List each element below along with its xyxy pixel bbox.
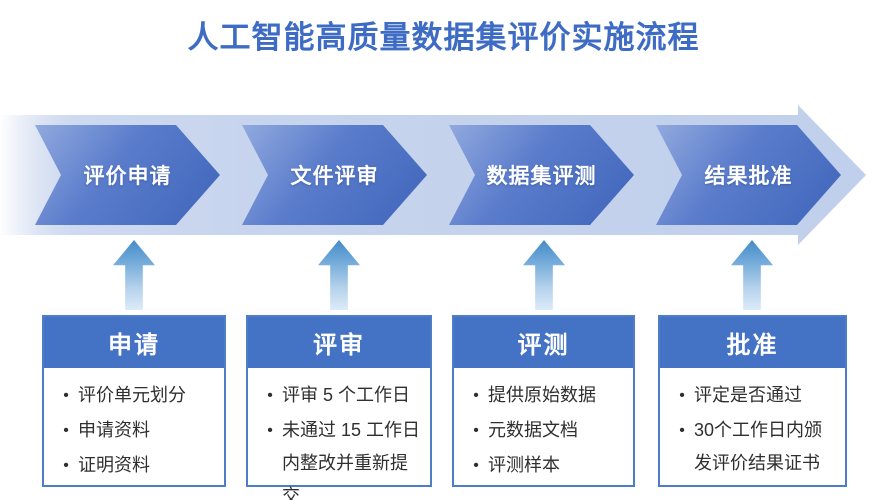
page-title: 人工智能高质量数据集评价实施流程 [187,20,700,55]
bullet-icon: • [63,422,69,439]
up-arrow-icon [113,240,155,310]
bullet-icon: • [679,387,685,404]
flow-step-label: 数据集评测 [486,165,597,188]
flow-step-label: 评价申请 [83,165,172,188]
bullet-icon: • [63,457,69,474]
detail-box-body: • 评定是否通过 • 30个工作日内颁发评价结果证书 [660,368,845,480]
flow-step-label: 结果批准 [704,165,793,188]
list-item-text: 申请资料 [78,420,150,440]
list-item-text: 评价单元划分 [78,385,186,405]
list-item: • 评定是否通过 [670,379,841,412]
bullet-icon: • [473,457,479,474]
list-item: • 申请资料 [54,414,220,447]
detail-box-header: 申请 [44,317,224,368]
detail-box-evaluation: 评测 • 提供原始数据 • 元数据文档 • 评测样本 [452,315,635,487]
list-item-text: 评审 5 个工作日 [282,385,411,405]
list-item: • 30个工作日内颁发评价结果证书 [670,414,841,480]
bullet-icon: • [473,387,479,404]
flow-step-dataset-evaluation: 数据集评测 [449,125,634,225]
detail-box-header: 评审 [248,317,430,368]
up-arrow-icon [318,240,360,310]
bullet-icon: • [63,387,69,404]
up-arrow-icon [523,240,565,310]
list-item: • 元数据文档 [464,414,629,447]
detail-box-body: • 提供原始数据 • 元数据文档 • 评测样本 [454,368,633,482]
list-item: • 评价单元划分 [54,379,220,412]
detail-box-review: 评审 • 评审 5 个工作日 • 未通过 15 工作日内整改并重新提交 [246,315,432,500]
list-item-text: 30个工作日内颁发评价结果证书 [694,420,823,473]
flow-step-result-approval: 结果批准 [656,125,841,225]
detail-box-body: • 评审 5 个工作日 • 未通过 15 工作日内整改并重新提交 [248,368,430,500]
list-item-text: 提供原始数据 [488,385,596,405]
list-item: • 提供原始数据 [464,379,629,412]
detail-box-header: 评测 [454,317,633,368]
list-item-text: 评测样本 [488,455,560,475]
list-item-text: 证明资料 [78,455,150,475]
list-item: • 评审 5 个工作日 [258,379,426,412]
list-item: • 评测样本 [464,449,629,482]
detail-box-approval: 批准 • 评定是否通过 • 30个工作日内颁发评价结果证书 [658,315,847,487]
list-item-text: 评定是否通过 [694,385,802,405]
detail-box-body: • 评价单元划分 • 申请资料 • 证明资料 [44,368,224,482]
list-item-text: 元数据文档 [488,420,578,440]
detail-box-application: 申请 • 评价单元划分 • 申请资料 • 证明资料 [42,315,226,487]
bullet-icon: • [267,422,273,439]
flow-step-label: 文件评审 [290,165,379,188]
up-arrow-icon [731,240,773,310]
list-item-text: 未通过 15 工作日内整改并重新提交 [282,420,421,500]
detail-box-header: 批准 [660,317,845,368]
flow-step-document-review: 文件评审 [242,125,427,225]
bullet-icon: • [679,422,685,439]
bullet-icon: • [473,422,479,439]
flow-step-application: 评价申请 [35,125,220,225]
list-item: • 未通过 15 工作日内整改并重新提交 [258,414,426,500]
list-item: • 证明资料 [54,449,220,482]
bullet-icon: • [267,387,273,404]
